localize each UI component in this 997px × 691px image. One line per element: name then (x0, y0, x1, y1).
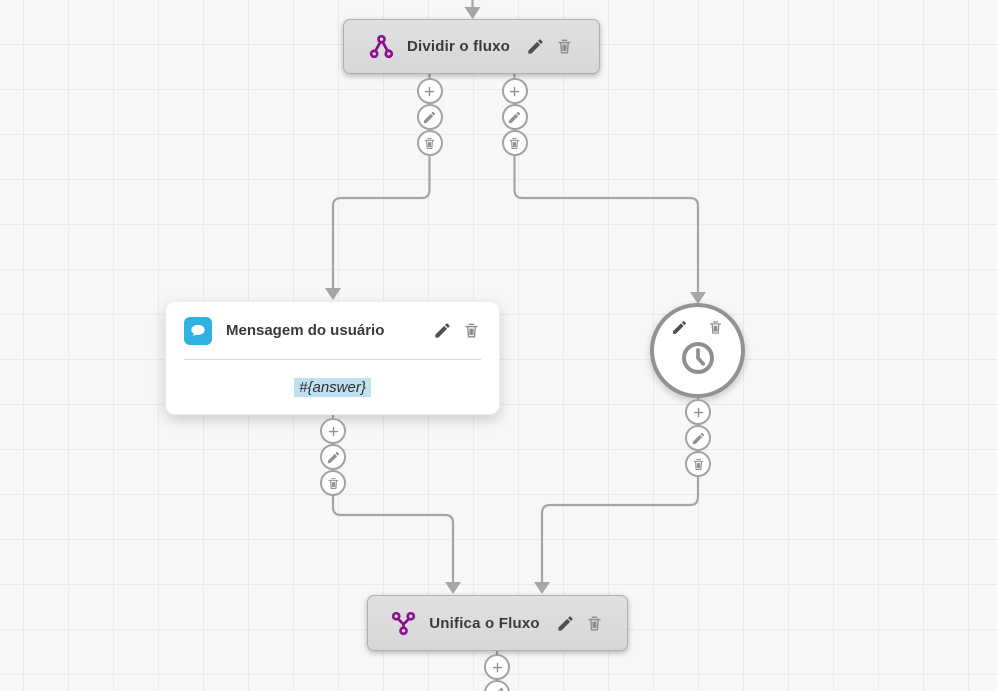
trash-icon (326, 476, 341, 491)
arrow-down-icon (690, 292, 706, 304)
connector-split-to-message (331, 72, 431, 288)
plus-icon (422, 84, 437, 99)
delete-node-button[interactable] (707, 319, 724, 336)
pencil-icon (422, 110, 437, 125)
split-flow-icon (369, 34, 394, 59)
pencil-icon (433, 321, 452, 340)
edit-node-button[interactable] (671, 319, 688, 336)
node-header: Mensagem do usuário (166, 302, 499, 359)
edge-edit-button[interactable] (501, 104, 528, 130)
pencil-icon (326, 450, 341, 465)
trash-icon (462, 321, 481, 340)
pencil-icon (526, 37, 545, 56)
edge-edit-button[interactable] (320, 444, 346, 470)
divider (184, 359, 481, 360)
edit-node-button[interactable] (526, 37, 545, 56)
node-delay[interactable] (650, 303, 745, 398)
pencil-icon (671, 319, 688, 336)
clock-icon (678, 338, 718, 378)
plus-icon (691, 405, 706, 420)
chat-bubble-icon (184, 316, 212, 345)
connector-split-to-delay (513, 72, 700, 292)
edit-node-button[interactable] (433, 321, 452, 340)
edge-delete-button[interactable] (501, 130, 528, 156)
connector-message-to-merge (331, 414, 455, 582)
delete-node-button[interactable] (585, 614, 604, 633)
edge-edit-button[interactable] (416, 104, 443, 130)
arrow-down-icon (464, 7, 481, 19)
edge-add-button[interactable] (416, 78, 443, 104)
node-body: #{answer} (166, 360, 499, 414)
trash-icon (422, 136, 437, 151)
delete-node-button[interactable] (462, 321, 481, 340)
pencil-icon (490, 686, 505, 691)
node-merge-flow[interactable]: Unifica o Fluxo (367, 595, 628, 651)
connector-delay-to-merge (540, 396, 700, 582)
node-title: Mensagem do usuário (226, 322, 385, 339)
trash-icon (691, 457, 706, 472)
node-title: Dividir o fluxo (406, 38, 510, 55)
edge-add-button[interactable] (501, 78, 528, 104)
pencil-icon (556, 614, 575, 633)
plus-icon (507, 84, 522, 99)
node-header (671, 319, 724, 336)
edge-delete-button[interactable] (685, 451, 711, 477)
answer-variable-chip: #{answer} (294, 377, 371, 397)
arrow-down-icon (534, 582, 550, 594)
pencil-icon (691, 431, 706, 446)
node-title: Unifica o Fluxo (429, 614, 540, 632)
trash-icon (507, 136, 522, 151)
plus-icon (490, 660, 505, 675)
edge-add-button[interactable] (484, 654, 510, 680)
arrow-down-icon (325, 288, 341, 300)
merge-flow-icon (391, 611, 416, 636)
trash-icon (585, 614, 604, 633)
node-user-message[interactable]: Mensagem do usuário #{answer} (165, 301, 500, 415)
delete-node-button[interactable] (555, 37, 574, 56)
edge-add-button[interactable] (685, 399, 711, 425)
edge-delete-button[interactable] (416, 130, 443, 156)
plus-icon (326, 424, 341, 439)
edit-node-button[interactable] (556, 614, 575, 633)
trash-icon (707, 319, 724, 336)
edge-edit-button[interactable] (685, 425, 711, 451)
node-split-flow[interactable]: Dividir o fluxo (343, 19, 600, 74)
pencil-icon (507, 110, 522, 125)
arrow-down-icon (445, 582, 461, 594)
trash-icon (555, 37, 574, 56)
edge-add-button[interactable] (320, 418, 346, 444)
edge-delete-button[interactable] (320, 470, 346, 496)
